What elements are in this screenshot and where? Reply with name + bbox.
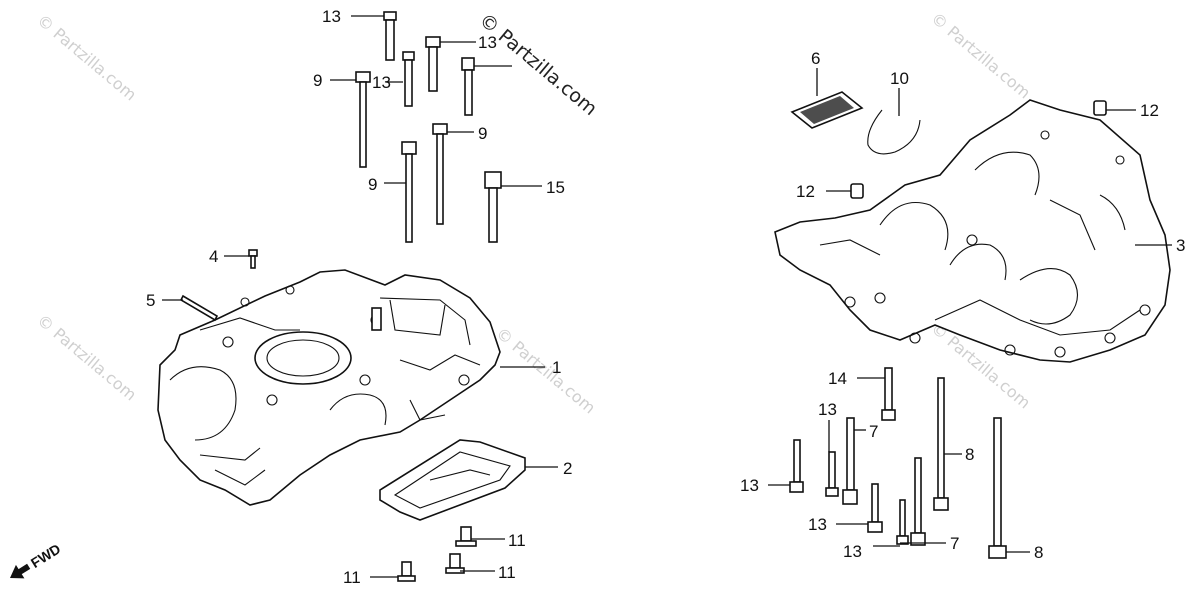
callout-4: 4 [209,247,218,266]
callout-9: 9 [313,71,322,90]
callouts: 13 13 13 9 9 9 15 4 5 1 2 11 11 11 6 10 … [146,7,1185,587]
part-5-pin [179,294,219,322]
callout-3: 3 [1176,236,1185,255]
callout-10: 10 [890,69,909,88]
watermark: © Partzilla.com [33,11,140,105]
watermark-main: © Partzilla.com [475,9,601,120]
callout-13: 13 [322,7,341,26]
callout-13: 13 [372,73,391,92]
callout-11: 11 [343,568,361,587]
callout-5: 5 [146,291,155,310]
callout-12: 12 [1140,101,1159,120]
callout-1: 1 [552,358,561,377]
part-12-dowels [850,100,1107,199]
part-2-plate [379,439,526,521]
callout-13: 13 [478,33,497,52]
callout-15: 15 [546,178,565,197]
callout-14: 14 [828,369,847,388]
fwd-label: FWD [28,541,64,571]
callout-8: 8 [1034,543,1043,562]
watermark: © Partzilla.com [33,311,140,405]
fwd-arrow: FWD [10,541,64,579]
callout-13: 13 [808,515,827,534]
part-6-screen [790,91,864,129]
callout-11: 11 [498,563,516,582]
callout-6: 6 [811,49,820,68]
watermark: © Partzilla.com [492,324,599,418]
part-4-bolt [248,249,258,269]
callout-8: 8 [965,445,974,464]
lower-bolts [789,367,1007,559]
part-10-oring [867,109,921,155]
watermark: © Partzilla.com [927,9,1034,103]
callout-2: 2 [563,459,572,478]
callout-7: 7 [950,534,959,553]
callout-13: 13 [818,400,837,419]
callout-7: 7 [869,422,878,441]
callout-13: 13 [740,476,759,495]
callout-13: 13 [843,542,862,561]
bolts-11 [397,526,477,582]
top-bolts [355,11,502,243]
callout-9: 9 [368,175,377,194]
right-crankcase [774,99,1171,363]
callout-9: 9 [478,124,487,143]
callout-12: 12 [796,182,815,201]
callout-11: 11 [508,531,526,550]
leader-lines [162,15,1172,578]
left-crankcase [157,269,501,506]
